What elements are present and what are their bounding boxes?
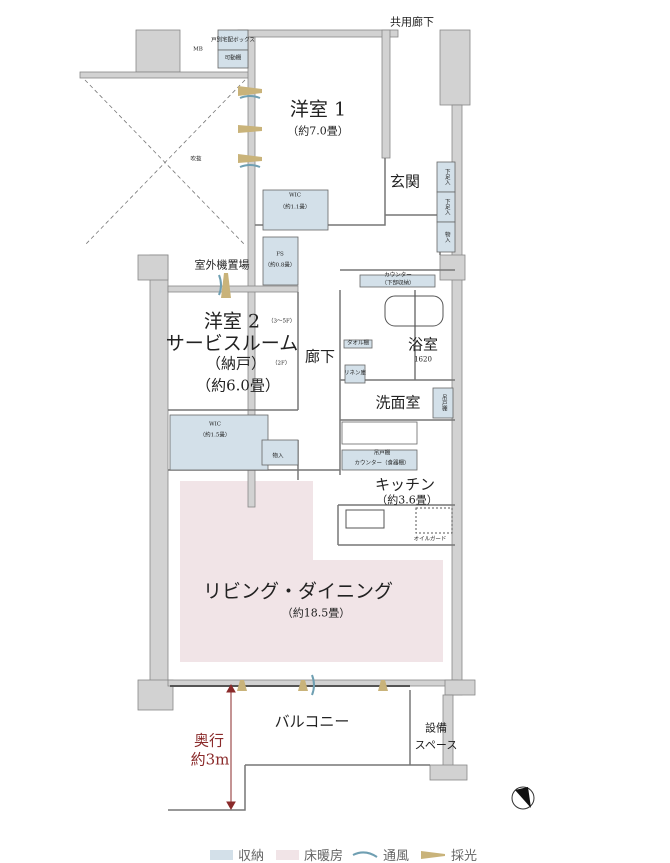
- ventilation-icon: [352, 850, 378, 858]
- kitchen-size: （約3.6畳）: [376, 493, 438, 507]
- legend-daylight: 採光: [420, 845, 477, 863]
- void-lines: [84, 79, 246, 246]
- wic2-size: （約1.5畳）: [199, 432, 231, 439]
- depth-label-1: 奥行: [193, 731, 225, 750]
- fs-size: （約0.8畳）: [264, 262, 296, 269]
- outdoor-unit-label: 室外機置場: [194, 258, 250, 272]
- daylight-icon: [421, 850, 445, 859]
- nando-label: （納戸）: [205, 354, 267, 373]
- kitchen-label: キッチン: [374, 475, 436, 494]
- daylight-marks: [221, 86, 388, 691]
- counter-lower-label: カウンター: [384, 272, 412, 279]
- legend-ventilation: 通風: [352, 845, 409, 863]
- common-corridor-label: 共用廊下: [390, 15, 434, 29]
- bath-label: 浴室: [407, 335, 439, 354]
- depth-arrow: [226, 683, 236, 811]
- counter-dish-label: カウンター（食器棚）: [354, 460, 410, 467]
- linen-label: リネン庫: [343, 370, 367, 377]
- room1-name: 洋室 1: [289, 98, 347, 121]
- room1-size: （約7.0畳）: [287, 124, 349, 138]
- legend-label: 床暖房: [304, 849, 344, 863]
- kitchen-sink: [345, 509, 385, 529]
- oil-guard-label: オイルガード: [413, 536, 447, 543]
- living-size: （約18.5畳）: [281, 606, 351, 620]
- shoe-cabinet-1: 下足入: [443, 168, 450, 186]
- towel-shelf-label: タオル棚: [346, 340, 370, 347]
- storage2-label: 物入: [272, 453, 284, 460]
- hanging-cabinet-1: 吊戸棚: [440, 394, 447, 412]
- room2-note: （3〜5F）: [268, 318, 296, 325]
- wic1-size: （約1.1畳）: [279, 204, 311, 211]
- nando-note: （2F）: [272, 360, 291, 367]
- walls: [79, 29, 476, 781]
- legend-floor-heating: 床暖房: [276, 845, 343, 863]
- wic2-label: WIC: [208, 421, 222, 428]
- floor-heating-swatch: [276, 849, 299, 860]
- storage-areas: [169, 29, 456, 471]
- legend-label: 通風: [383, 849, 410, 863]
- equipment-label-2: スペース: [414, 738, 458, 752]
- delivery-box-label: 戸別宅配ボックス: [211, 37, 255, 44]
- legend-label: 収納: [238, 849, 265, 863]
- ventilation-marks: [218, 95, 315, 696]
- void-label: 吹抜: [190, 156, 202, 163]
- room2-size: （約6.0畳）: [196, 376, 280, 395]
- entry-storage: 物入: [443, 231, 450, 243]
- depth-label-2: 約3m: [190, 750, 230, 769]
- north-arrow-icon: [511, 786, 535, 810]
- balcony-label: バルコニー: [274, 712, 350, 731]
- hanging-cabinet-2: 吊戸棚: [373, 450, 391, 457]
- storage-swatch: [210, 849, 233, 860]
- stove: [415, 507, 453, 534]
- bathtub: [384, 295, 444, 327]
- counter-lower-note: （下部収納）: [381, 280, 415, 287]
- floor-heating-area: [180, 481, 443, 662]
- legend-label: 採光: [451, 849, 478, 863]
- fs-label: FS: [276, 251, 284, 258]
- washroom-label: 洗面室: [375, 393, 421, 412]
- movable-shelf-label: 可動棚: [224, 55, 242, 62]
- living-label: リビング・ダイニング: [202, 580, 394, 603]
- hallway-label: 廊下: [304, 347, 336, 366]
- bath-size: 1620: [414, 355, 432, 364]
- entrance-label: 玄関: [389, 172, 421, 191]
- equipment-label-1: 設備: [425, 721, 447, 735]
- room2-name: 洋室 2: [203, 310, 261, 333]
- mb-label: MB: [193, 46, 203, 53]
- service-room-label: サービスルーム: [165, 332, 299, 355]
- shoe-cabinet-2: 下足入: [443, 198, 450, 216]
- wic1-label: WIC: [288, 192, 302, 199]
- legend-storage: 収納: [210, 845, 264, 863]
